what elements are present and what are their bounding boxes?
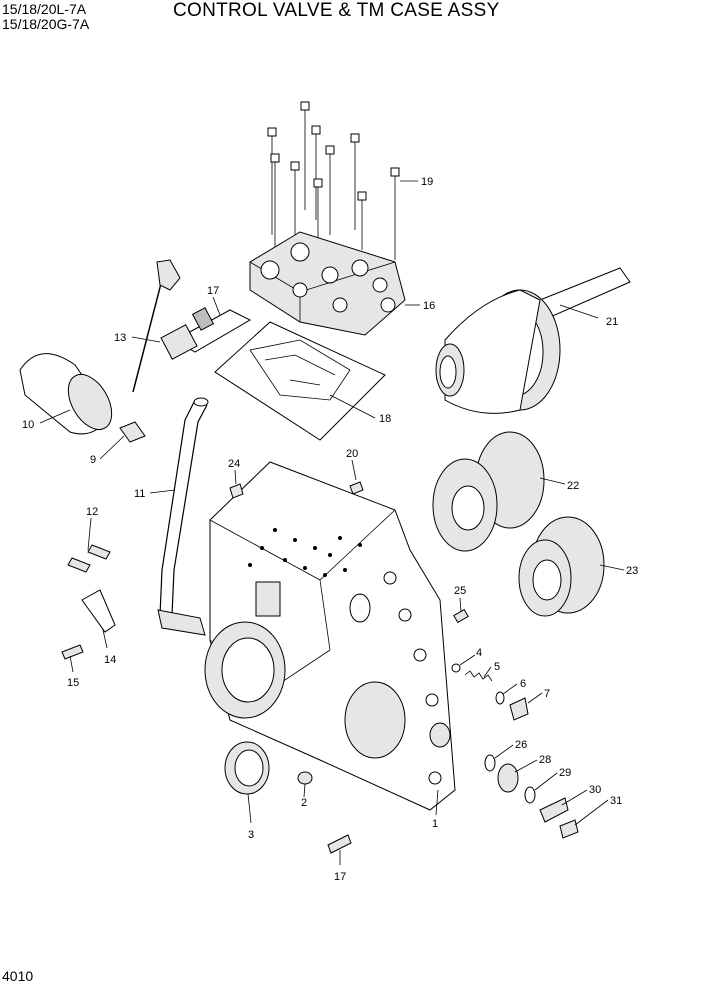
callout-10: 10 [22, 419, 34, 431]
callout-18: 17 [207, 285, 219, 297]
callout-28: 26 [515, 739, 527, 751]
callout-5: 5 [494, 661, 500, 673]
model-code-primary: 15/18/20L-7A [2, 1, 87, 17]
callout-19: 18 [379, 413, 391, 425]
callout-32: 31 [610, 795, 622, 807]
callout-21: 20 [346, 448, 358, 460]
page-number: 4010 [2, 968, 34, 984]
callout-13: 13 [114, 332, 126, 344]
callout-17: 16 [423, 300, 435, 312]
callout-20: 19 [421, 176, 433, 188]
callout-9: 9 [90, 454, 96, 466]
callout-24: 23 [626, 565, 638, 577]
small-parts [229, 481, 579, 839]
callout-14: 14 [104, 654, 116, 666]
callout-1: 1 [432, 818, 438, 830]
callout-22: 21 [606, 316, 618, 328]
callout-30: 29 [559, 767, 571, 779]
oil-seal [224, 741, 270, 795]
callout-labels: 19 16 17 13 21 18 10 9 11 20 24 22 23 12… [22, 176, 638, 883]
callout-3: 3 [248, 829, 254, 841]
mounting-bolts [61, 544, 352, 854]
callout-23: 22 [567, 480, 579, 492]
drain-plug [297, 771, 313, 785]
filter-fitting [119, 421, 146, 443]
solenoid-valve [160, 307, 252, 360]
callout-7: 7 [544, 688, 550, 700]
dipstick [132, 259, 181, 393]
callout-11: 11 [134, 488, 145, 500]
oil-filter [19, 353, 113, 435]
callout-6: 6 [520, 678, 526, 690]
callout-31: 30 [589, 784, 601, 796]
callout-2: 2 [301, 797, 307, 809]
transmission-case [204, 461, 456, 811]
model-code-secondary: 15/18/20G-7A [2, 16, 90, 32]
page-title: CONTROL VALVE & TM CASE ASSY [173, 0, 500, 21]
clutch-shaft-assembly [435, 267, 631, 414]
callout-4: 4 [476, 647, 482, 659]
callout-12: 12 [86, 506, 98, 518]
callout-26: 25 [454, 585, 466, 597]
output-gear [518, 516, 605, 617]
callout-15: 15 [67, 677, 79, 689]
idler-gear [432, 431, 545, 552]
oil-tube [157, 397, 209, 636]
leader-lines [39, 180, 625, 865]
callout-16: 17 [334, 871, 346, 883]
callout-25: 24 [228, 458, 240, 470]
callout-29: 28 [539, 754, 551, 766]
control-valve-body [249, 231, 406, 336]
valve-gasket [214, 321, 386, 441]
valve-bolts [267, 101, 400, 260]
